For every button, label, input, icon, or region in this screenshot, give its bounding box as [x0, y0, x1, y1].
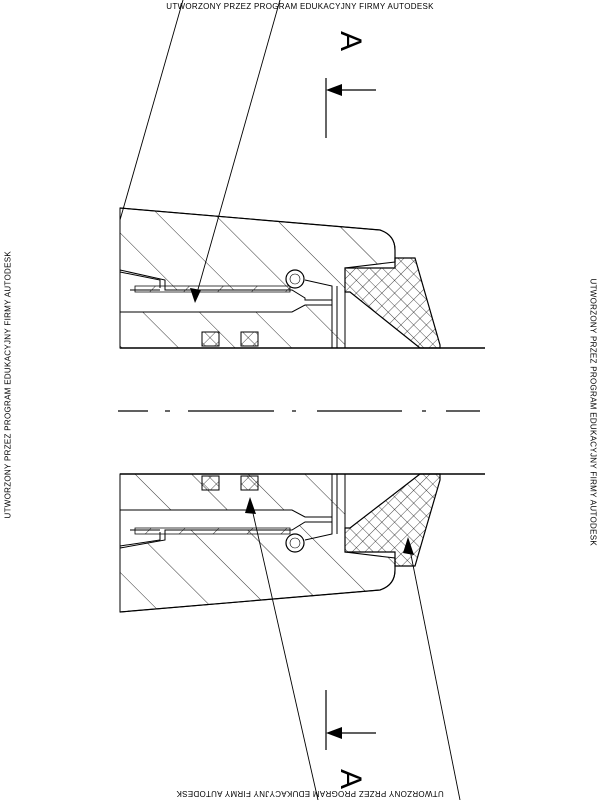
watermark-left: UTWORZONY PRZEZ PROGRAM EDUKACYJNY FIRMY…	[3, 251, 13, 519]
shaft	[120, 347, 485, 475]
upper-sleeve	[119, 268, 346, 349]
section-marker-top	[325, 78, 376, 138]
lower-housing	[119, 473, 396, 613]
section-marker-bottom	[325, 690, 376, 750]
watermark-top: UTWORZONY PRZEZ PROGRAM EDUKACYJNY FIRMY…	[166, 2, 434, 11]
upper-seal	[344, 257, 441, 349]
watermark-right: UTWORZONY PRZEZ PROGRAM EDUKACYJNY FIRMY…	[588, 278, 598, 546]
lower-seal	[344, 473, 441, 567]
upper-o-rings	[201, 331, 259, 347]
lower-o-rings	[201, 475, 259, 491]
watermark-bottom: UTWORZONY PRZEZ PROGRAM EDUKACYJNY FIRMY…	[176, 789, 444, 798]
section-label-top: A	[334, 30, 368, 52]
leader-lines	[119, 0, 461, 800]
lower-sleeve	[119, 473, 346, 553]
section-label-bottom: A	[334, 768, 368, 790]
